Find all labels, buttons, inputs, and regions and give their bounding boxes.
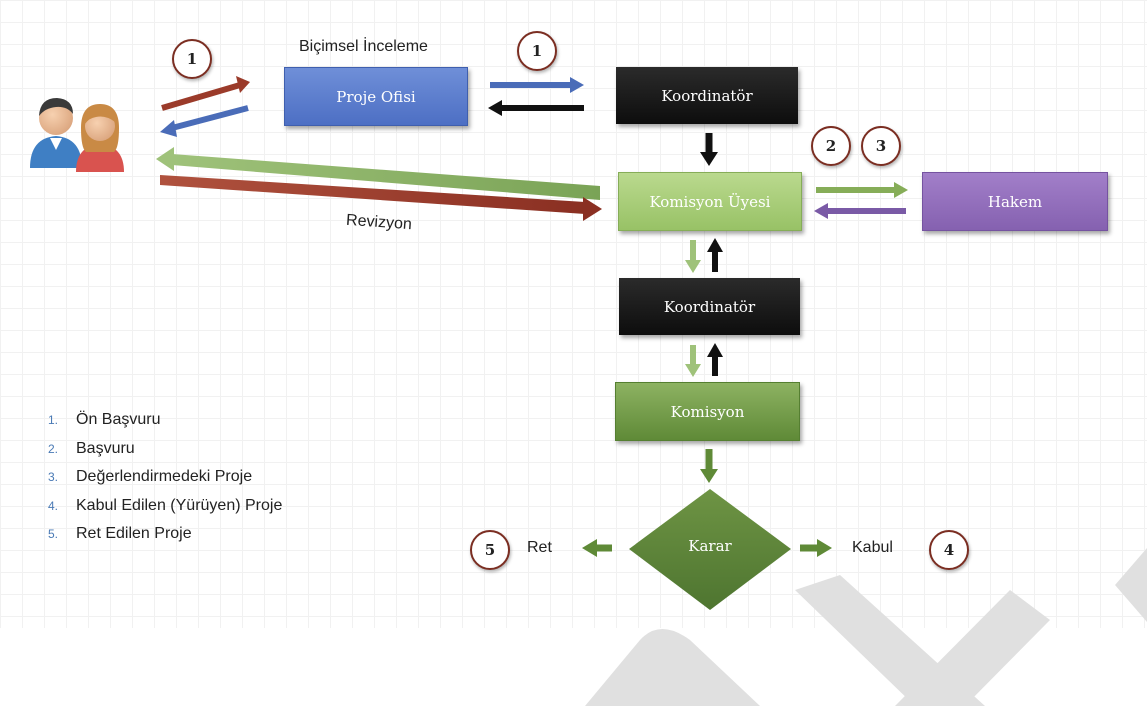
proje-ofisi-box: Proje Ofisi	[284, 67, 468, 126]
badge-5: 5	[470, 530, 510, 570]
legend-item: 5.Ret Edilen Proje	[48, 525, 192, 543]
legend-list: 1.Ön Başvuru 2.Başvuru 3.Değerlendirmede…	[48, 406, 282, 549]
legend-item: 2.Başvuru	[48, 439, 135, 457]
arrow-uyesi-down	[685, 240, 701, 273]
badge-3: 3	[861, 126, 901, 166]
kabul-label: Kabul	[852, 539, 893, 556]
hakem-label: Hakem	[987, 192, 1043, 211]
arrow-proje-to-koordinator	[490, 77, 584, 93]
arrow-koordinator-to-proje	[488, 100, 584, 116]
arrow-revizyon	[160, 175, 602, 221]
arrow-komisyon-up	[707, 343, 723, 376]
badge-1-left: 1	[172, 39, 212, 79]
koordinator-mid-label: Koordinatör	[663, 297, 756, 316]
komisyon-uyesi-box: Komisyon Üyesi	[618, 172, 802, 231]
badge-4: 4	[929, 530, 969, 570]
arrow-koordinator-up	[707, 238, 723, 272]
arrow-proje-to-user	[160, 105, 249, 137]
hakem-box: Hakem	[922, 172, 1108, 231]
koordinator-top-label: Koordinatör	[661, 86, 753, 105]
arrow-komisyon-to-karar	[700, 449, 718, 483]
proje-ofisi-label: Proje Ofisi	[336, 87, 416, 106]
legend-item: 1.Ön Başvuru	[48, 411, 161, 429]
legend-item: 3.Değerlendirmedeki Proje	[48, 468, 253, 486]
arrow-koordinator-down	[700, 133, 718, 166]
komisyon-box: Komisyon	[615, 382, 800, 441]
karar-label: Karar	[688, 537, 732, 555]
badge-2: 2	[811, 126, 851, 166]
koordinator-top-box: Koordinatör	[616, 67, 798, 124]
arrow-user-to-proje	[161, 76, 250, 111]
arrow-komisyon-to-user	[156, 147, 600, 200]
arrow-hakem-to-uyesi	[814, 203, 906, 219]
koordinator-mid-box: Koordinatör	[619, 278, 800, 335]
arrow-karar-to-ret	[582, 539, 612, 557]
users-icon	[30, 98, 124, 172]
arrow-koordinator-down-2	[685, 345, 701, 377]
arrow-karar-to-kabul	[800, 539, 832, 557]
legend-item: 4.Kabul Edilen (Yürüyen) Proje	[48, 496, 283, 514]
ret-label: Ret	[527, 539, 552, 556]
bicimsel-inceleme-label: Biçimsel İnceleme	[299, 38, 428, 55]
karar-diamond	[629, 489, 791, 610]
komisyon-label: Komisyon	[670, 402, 745, 421]
arrow-uyesi-to-hakem	[816, 182, 908, 198]
badge-1-right: 1	[517, 31, 557, 71]
komisyon-uyesi-label: Komisyon Üyesi	[649, 192, 771, 211]
